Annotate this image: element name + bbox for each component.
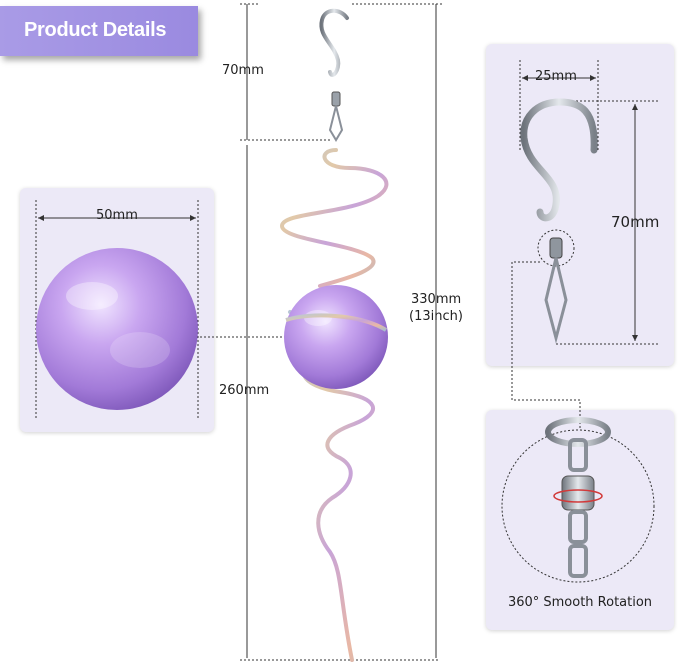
banner-title: Product Details (24, 19, 167, 41)
total-height-inch-label: (13inch) (409, 309, 463, 324)
product-details-banner: Product Details (0, 6, 198, 56)
spiral-ball (284, 285, 388, 389)
hook-top-height-label: 70mm (222, 63, 264, 78)
spiral-wire (279, 148, 389, 662)
hook-detail-panel (486, 44, 674, 366)
ball-detail (35, 200, 199, 420)
total-height-label: 330mm (411, 292, 462, 307)
dimension-lines (196, 3, 444, 661)
hook-detail (519, 60, 660, 345)
hook-width-label: 25mm (535, 69, 577, 84)
swivel-detail (501, 417, 655, 583)
top-hook (319, 8, 349, 142)
rotation-caption: 360° Smooth Rotation (507, 595, 653, 610)
hook-height-label: 70mm (611, 213, 660, 231)
detail-connector (511, 261, 581, 430)
ball-diameter-label: 50mm (96, 208, 138, 223)
spiral-height-label: 260mm (219, 383, 270, 398)
